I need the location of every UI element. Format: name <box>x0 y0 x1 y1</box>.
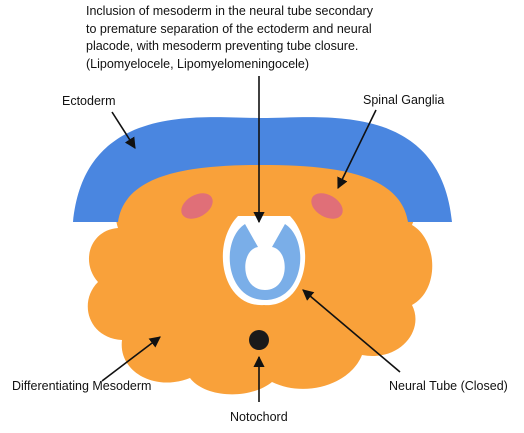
label-spinal-ganglia: Spinal Ganglia <box>363 93 444 108</box>
caption-line: placode, with mesoderm preventing tube c… <box>86 38 486 56</box>
caption-line: Inclusion of mesoderm in the neural tube… <box>86 3 486 21</box>
caption-line: to premature separation of the ectoderm … <box>86 21 486 39</box>
caption-line: (Lipomyelocele, Lipomyelomeningocele) <box>86 56 486 74</box>
label-notochord: Notochord <box>230 410 288 425</box>
label-neural-tube: Neural Tube (Closed) <box>389 379 508 394</box>
notochord-shape <box>249 330 269 350</box>
label-differentiating-mesoderm: Differentiating Mesoderm <box>12 379 151 394</box>
caption-text: Inclusion of mesoderm in the neural tube… <box>86 3 486 73</box>
label-ectoderm: Ectoderm <box>62 94 116 109</box>
